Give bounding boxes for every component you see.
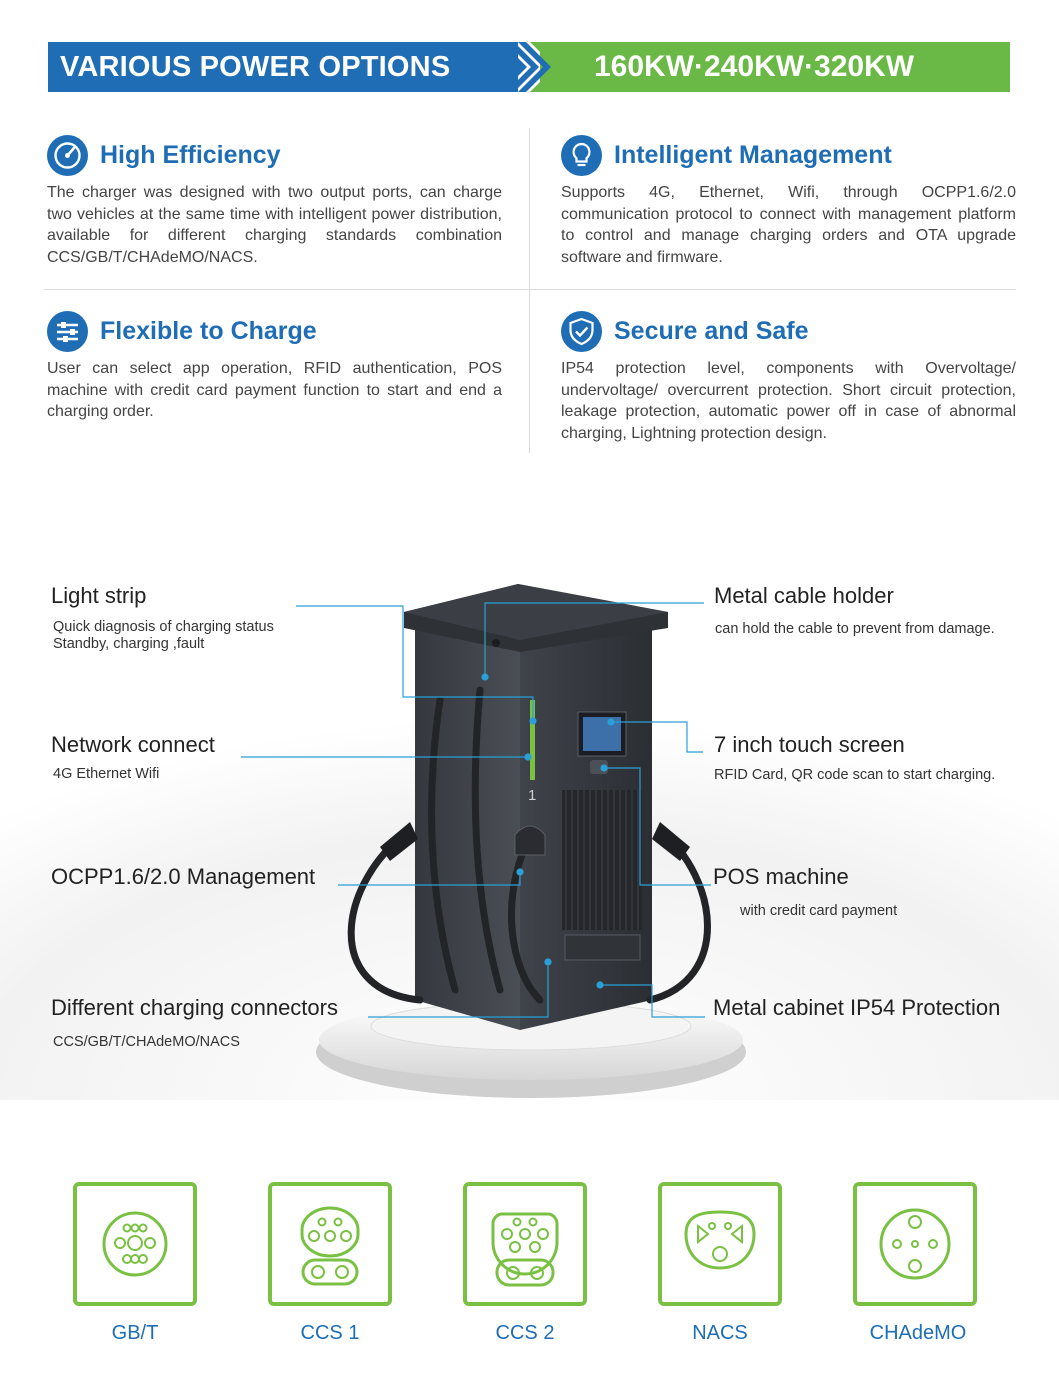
gbt-connector-icon bbox=[102, 1211, 168, 1277]
charger-illustration bbox=[0, 584, 1059, 1100]
banner-stripes bbox=[478, 42, 578, 92]
nacs-label: NACS bbox=[692, 1322, 748, 1344]
ccs1-connector-card bbox=[268, 1182, 392, 1306]
feature-high-efficiency: High Efficiency The charger was designed… bbox=[47, 134, 502, 268]
port-number: 1 bbox=[528, 787, 537, 804]
callout-cable-holder-sub: can hold the cable to prevent from damag… bbox=[715, 621, 995, 637]
ccs2-connector-card bbox=[463, 1182, 587, 1306]
callout-light-strip-sub: Quick diagnosis of charging status bbox=[53, 619, 274, 635]
callout-connectors-title: Different charging connectors bbox=[51, 995, 338, 1020]
banner-title: VARIOUS POWER OPTIONS bbox=[48, 42, 518, 92]
callout-touch-screen-title: 7 inch touch screen bbox=[714, 732, 905, 757]
feature-text: IP54 protection level, components with O… bbox=[561, 360, 1016, 442]
ccs2-connector-icon bbox=[491, 1212, 559, 1287]
feature-title: Intelligent Management bbox=[614, 140, 892, 169]
feature-divider-vertical bbox=[529, 128, 530, 453]
feature-secure-safe: Secure and Safe IP54 protection level, c… bbox=[561, 310, 1016, 444]
callout-pos-sub: with credit card payment bbox=[740, 903, 898, 919]
feature-divider-horizontal bbox=[44, 289, 1016, 290]
chademo-label: CHAdeMO bbox=[869, 1322, 967, 1344]
chademo-connector-card bbox=[853, 1182, 977, 1306]
feature-text: Supports 4G, Ethernet, Wifi, through OCP… bbox=[561, 184, 1016, 266]
callout-light-strip-title: Light strip bbox=[51, 583, 147, 608]
feature-flexible-charge: Flexible to Charge User can select app o… bbox=[47, 310, 502, 423]
ccs2-label: CCS 2 bbox=[495, 1322, 555, 1344]
power-ratings: 160KW·240KW·320KW bbox=[540, 42, 1010, 92]
chademo-connector-icon bbox=[879, 1208, 951, 1280]
feature-title: High Efficiency bbox=[100, 140, 281, 169]
feature-title: Secure and Safe bbox=[614, 316, 809, 345]
shield-check-icon bbox=[561, 310, 602, 352]
lightbulb-icon bbox=[561, 134, 602, 176]
callout-cabinet-title: Metal cabinet IP54 Protection bbox=[713, 995, 1001, 1020]
callout-network-title: Network connect bbox=[51, 732, 215, 757]
callout-light-strip-sub: Standby, charging ,fault bbox=[53, 636, 205, 652]
ccs1-label: CCS 1 bbox=[300, 1322, 360, 1344]
callout-cable-holder-title: Metal cable holder bbox=[714, 583, 894, 608]
feature-intelligent-management: Intelligent Management Supports 4G, Ethe… bbox=[561, 134, 1016, 268]
feature-text: The charger was designed with two output… bbox=[47, 184, 502, 266]
nacs-connector-icon bbox=[684, 1210, 756, 1270]
gbt-connector-card bbox=[73, 1182, 197, 1306]
gbt-label: GB/T bbox=[111, 1322, 159, 1344]
power-options-banner: 160KW·240KW·320KW VARIOUS POWER OPTIONS bbox=[48, 42, 1010, 92]
callout-ocpp-title: OCPP1.6/2.0 Management bbox=[51, 864, 316, 889]
ccs1-connector-icon bbox=[300, 1206, 360, 1286]
callout-touch-screen-sub: RFID Card, QR code scan to start chargin… bbox=[714, 767, 996, 783]
feature-text: User can select app operation, RFID auth… bbox=[47, 360, 502, 420]
callout-network-sub: 4G Ethernet Wifi bbox=[53, 766, 160, 782]
callout-pos-title: POS machine bbox=[713, 864, 849, 889]
nacs-connector-card bbox=[658, 1182, 782, 1306]
feature-title: Flexible to Charge bbox=[100, 316, 317, 345]
sliders-icon bbox=[47, 310, 88, 352]
speedometer-icon bbox=[47, 134, 88, 176]
callout-connectors-sub: CCS/GB/T/CHAdeMO/NACS bbox=[53, 1034, 240, 1050]
